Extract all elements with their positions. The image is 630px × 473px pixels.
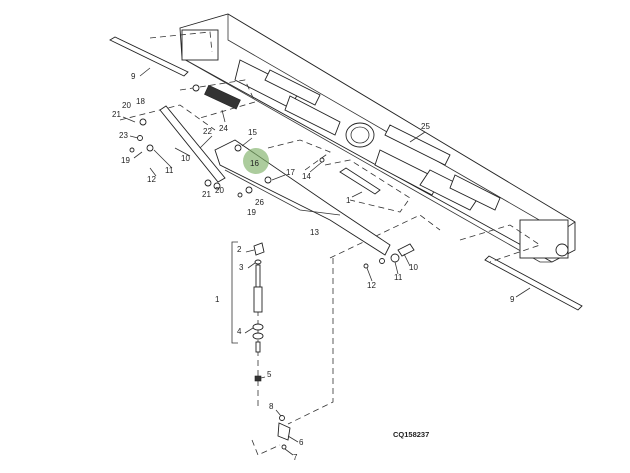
callout-19b: 19 [247,208,256,217]
leader-lines [122,67,531,456]
callout-10b: 10 [409,263,418,272]
callout-19: 19 [121,156,130,165]
callout-9b: 9 [510,295,515,304]
callout-21b: 21 [202,190,211,199]
figure-code: CQ158237 [393,430,430,439]
callout-12: 12 [147,175,156,184]
callout-8: 8 [269,402,274,411]
callout-7: 7 [293,453,298,462]
callout-21: 21 [112,110,121,119]
callout-1: 1 [346,196,351,205]
callout-18: 18 [136,97,145,106]
callout-15: 15 [248,128,257,137]
callout-3: 3 [239,263,244,272]
callout-5: 5 [267,370,272,379]
callout-14: 14 [302,172,311,181]
callout-17: 17 [286,168,295,177]
callout-26: 26 [255,198,264,207]
callout-12b: 12 [367,281,376,290]
callout-6: 6 [299,438,304,447]
callout-4: 4 [237,327,242,336]
callout-2: 2 [237,245,242,254]
callout-11b: 11 [394,273,403,282]
cable-assembly [231,241,291,450]
callout-20: 20 [122,101,131,110]
callout-13: 13 [310,228,319,237]
callout-23: 23 [119,131,128,140]
callout-11: 11 [165,166,174,175]
upper-rod [109,36,189,77]
callout-1b: 1 [215,295,220,304]
lower-rod [484,255,583,311]
frame-beam [179,13,576,263]
callout-24: 24 [219,124,228,133]
callout-10: 10 [181,154,190,163]
spring [192,84,241,110]
callout-22: 22 [203,127,212,136]
callout-16: 16 [250,159,259,168]
callout-9: 9 [131,72,136,81]
callout-20b: 20 [215,186,224,195]
callout-25: 25 [421,122,430,131]
highlight-marker [243,148,269,174]
